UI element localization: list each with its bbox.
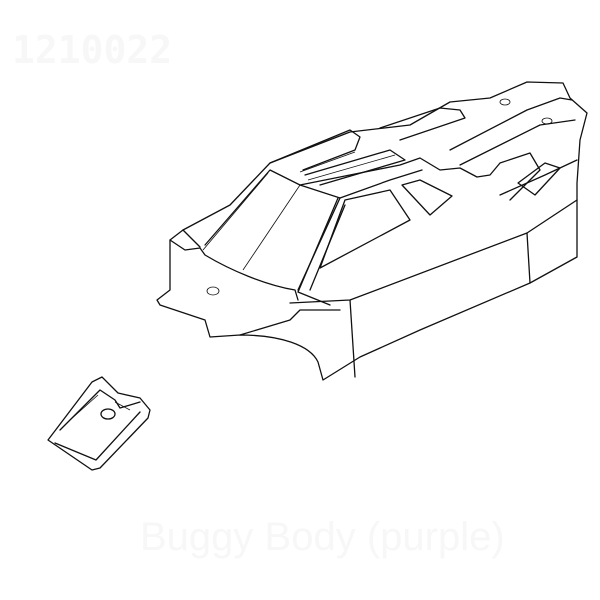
mount-hole bbox=[100, 408, 116, 420]
rear-hole-left bbox=[499, 98, 511, 106]
body-mount-piece bbox=[47, 376, 151, 471]
watermark-part-name: Buggy Body (purple) bbox=[140, 515, 505, 559]
watermark-part-number: 1210022 bbox=[12, 28, 173, 72]
rear-hole-right bbox=[541, 117, 553, 125]
buggy-body bbox=[156, 81, 588, 381]
hood-hole bbox=[206, 286, 220, 296]
